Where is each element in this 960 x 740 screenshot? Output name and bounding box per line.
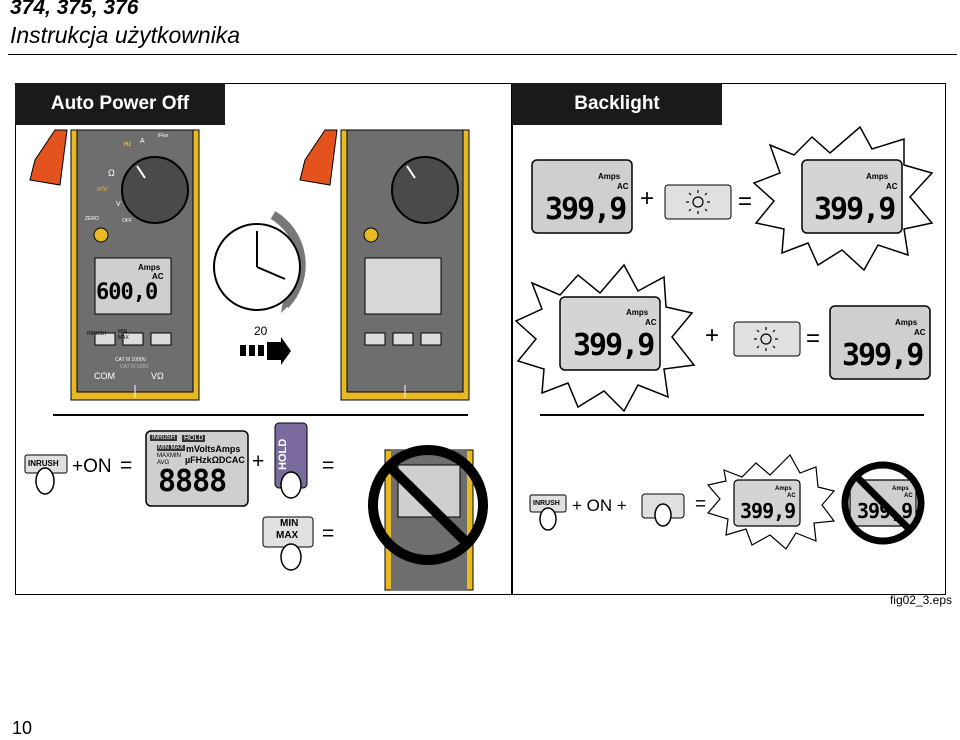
sun-icon-1 (686, 190, 710, 214)
time-arrow-icon (240, 337, 291, 365)
com-jack-label: COM (94, 371, 115, 381)
dial-mv-label: mV (97, 186, 108, 193)
hold-button-press (274, 422, 308, 499)
max-key-label: MAX (118, 335, 129, 341)
cat-rating-1: CAT III 1000V (115, 357, 146, 363)
equals-sign-2: = (322, 454, 335, 477)
auto-off-minutes: 20 (254, 324, 268, 338)
bl-lcd6-value: 399,9 (857, 499, 913, 523)
bl-on-label: + ON + (572, 496, 627, 515)
lcd-units-bottom: µFHzkΩDCAC (185, 455, 245, 465)
lcd-ac-label: AC (152, 272, 164, 281)
bl-lcd3-value: 399,9 (573, 328, 655, 363)
page-number: 10 (12, 718, 33, 738)
prohibited-meter (368, 445, 488, 591)
bl-lcd3-amps: Amps (626, 308, 649, 317)
lcd-units-top: mVoltsAmps (186, 444, 241, 454)
inrush-label: INRUSH (28, 459, 59, 468)
backlight-button-1 (664, 184, 732, 220)
bl-equals-2: = (806, 325, 821, 352)
auto-power-off-title: Auto Power Off (15, 83, 225, 125)
bl-plus-2: + (705, 322, 720, 349)
bl-lcd5-ac: AC (787, 493, 796, 499)
prohibited-slash (853, 473, 913, 533)
bl-lcd4-value: 399,9 (842, 338, 924, 373)
dial-hz-label: Hz (124, 142, 132, 148)
auto-power-off-illustration (24, 129, 488, 591)
lcd-maxmin-avg: MAXMIN AVG (157, 453, 181, 466)
lcd-minmax-annunciator: MIN MAX (157, 445, 185, 451)
model-numbers: 374, 375, 376 (10, 0, 139, 19)
vohm-jack-label: VΩ (151, 371, 164, 381)
bl-lcd2-ac: AC (886, 182, 898, 191)
min-key-label: MIN (118, 329, 128, 335)
bl-plus-1: + (640, 185, 655, 212)
lcd-backlight-off-2 (829, 305, 931, 380)
backlight-illustration (514, 125, 934, 550)
inrush-button-press (24, 454, 68, 495)
lcd-hold-annunciator: HOLD (182, 435, 206, 442)
minmax-key-min: MIN (280, 518, 299, 529)
bl-lcd1-ac: AC (617, 182, 629, 191)
backlight-title: Backlight (512, 83, 722, 125)
clamp-meter-on (29, 129, 200, 401)
dial-iflex-label: iFlex (158, 133, 169, 139)
lcd-reading: 600,0 (96, 280, 158, 305)
plus-sign-1: + (252, 450, 265, 473)
minmax-button-press (262, 516, 314, 571)
bl-lcd4-ac: AC (914, 328, 926, 337)
finger-icon-1 (539, 507, 557, 531)
bl-equals-1: = (738, 188, 753, 215)
equals-sign-3: = (322, 522, 335, 545)
bl-lcd6-ac: AC (904, 493, 913, 499)
bl-lcd2-amps: Amps (866, 172, 889, 181)
lcd-backlight-on-1 (801, 159, 903, 234)
prohibited-icon (841, 461, 925, 545)
plus-on-label: +ON (72, 456, 112, 477)
bl-lcd1-amps: Amps (598, 172, 621, 181)
bl-lcd6-amps: Amps (892, 486, 909, 492)
lcd-backlight-on-2 (559, 296, 661, 371)
lcd-backlight-off-1 (531, 159, 633, 234)
minmax-key-max: MAX (276, 530, 299, 541)
lcd-amps-label: Amps (138, 263, 161, 272)
manual-title: Instrukcja użytkownika (10, 22, 241, 48)
clamp-meter-off (299, 129, 470, 401)
hold-key-label: HOLD (277, 438, 289, 470)
zero-label: ZERO (85, 216, 99, 222)
lcd-backlight-on-3 (733, 479, 801, 527)
lcd-all-segments: 8888 (158, 464, 227, 499)
backlight-button-2 (733, 321, 801, 357)
dial-a-label: A (140, 138, 145, 145)
clock-icon (213, 211, 306, 313)
figure-caption: fig02_3.eps (889, 593, 952, 607)
bl-equals-3: = (695, 494, 707, 515)
inrush-key-label: INRUSH (87, 331, 107, 337)
lcd-inrush-annunciator: INRUSH (150, 435, 178, 441)
equals-sign-1: = (120, 454, 133, 477)
bl-inrush-label: INRUSH (533, 500, 560, 507)
off-label: OFF (122, 218, 132, 224)
header-rule (8, 54, 957, 55)
sun-icon-2 (754, 327, 778, 351)
cat-rating-2: CAT IV 600V (120, 364, 149, 370)
dial-v-label: V (116, 201, 121, 208)
bl-lcd1-value: 399,9 (545, 192, 627, 227)
dial-ohm-label: Ω (108, 168, 115, 178)
bl-lcd5-amps: Amps (775, 486, 792, 492)
finger-icon-2 (654, 503, 672, 527)
bl-lcd4-amps: Amps (895, 318, 918, 327)
bl-lcd2-value: 399,9 (814, 192, 896, 227)
bl-lcd3-ac: AC (645, 318, 657, 327)
bl-lcd5-value: 399,9 (740, 499, 796, 523)
